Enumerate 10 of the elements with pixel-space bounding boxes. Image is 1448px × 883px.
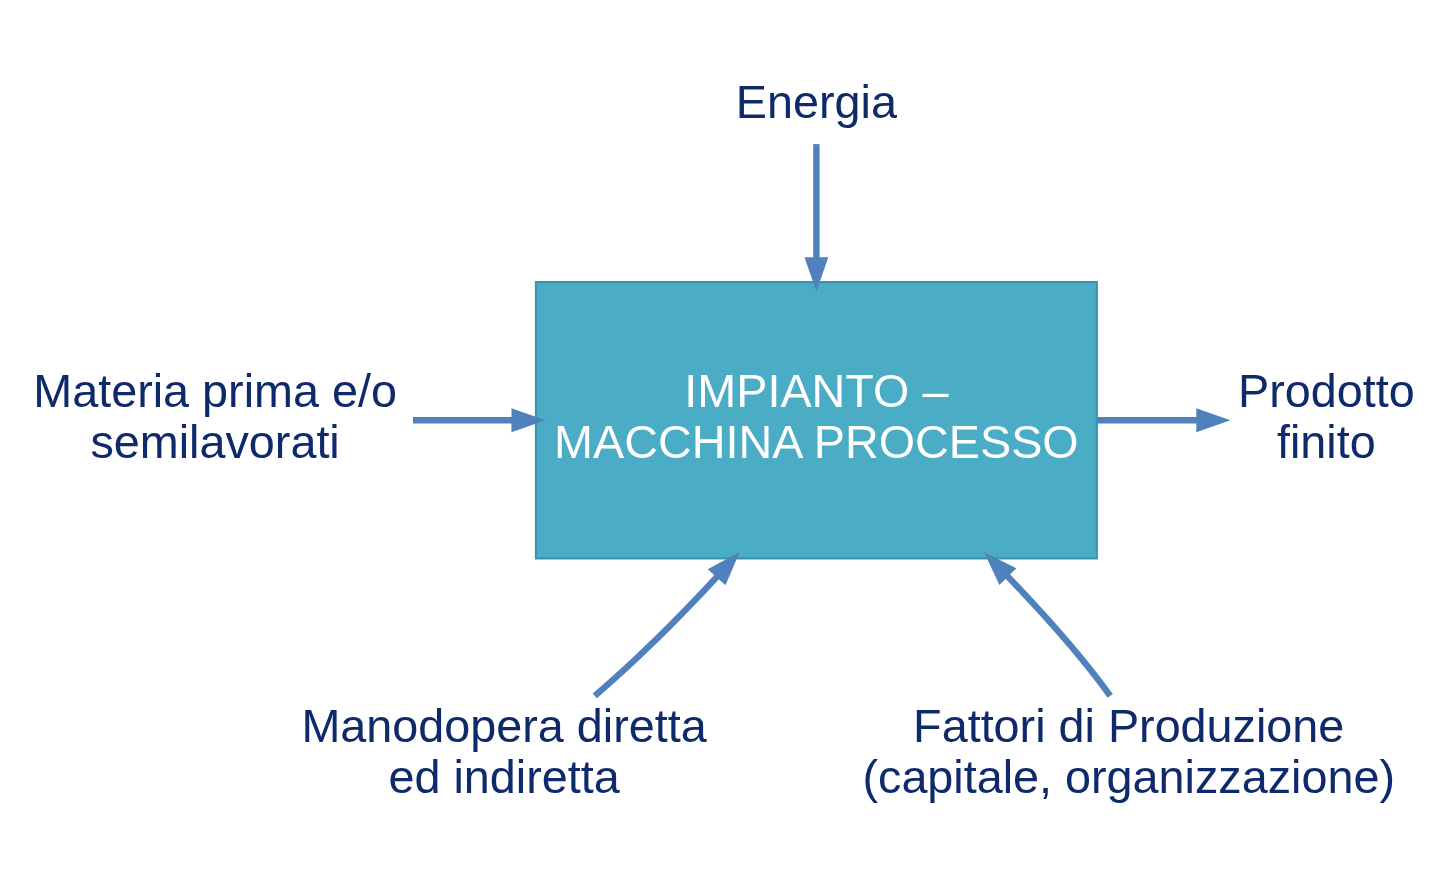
arrow <box>412 408 546 433</box>
node-text: Materia prima e/o semilavorati <box>32 364 397 468</box>
arrow <box>983 552 1113 698</box>
node-text: Prodotto finito <box>1237 364 1415 468</box>
arrow <box>592 551 740 699</box>
node-text: Energia <box>735 75 897 128</box>
node-text: Fattori di Produzione (capitale, organizzazione) <box>861 700 1395 804</box>
node-text: Manodopera diretta ed indiretta <box>300 700 707 804</box>
node-box: IMPIANTO – MACCHINA PROCESSO <box>534 281 1098 560</box>
arrow <box>1096 408 1230 433</box>
